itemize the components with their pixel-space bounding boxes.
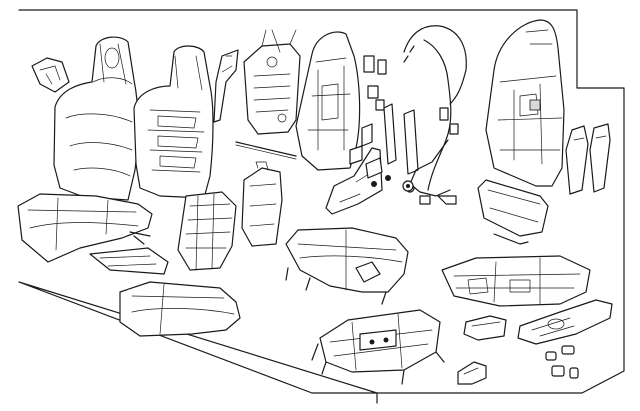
recliner-side-brackets	[325, 103, 419, 215]
lumbar-bracket	[213, 49, 239, 123]
cushion-assembly	[285, 227, 409, 305]
seatback-panel	[485, 19, 565, 187]
seat-adjuster-track	[311, 309, 445, 385]
cushion-support-panel	[477, 179, 549, 245]
cushion-pad	[119, 281, 241, 337]
diagram-border	[18, 9, 625, 404]
headrest-trim-clip	[31, 57, 70, 93]
switch-knobs	[545, 345, 579, 379]
switch-housing	[463, 315, 507, 341]
heater-element	[177, 191, 237, 271]
seatback-frame	[295, 31, 361, 171]
cushion-cover	[17, 193, 153, 263]
harness-connector	[402, 180, 414, 192]
side-trim-panels	[565, 123, 611, 195]
seatback-pad	[133, 45, 214, 199]
seatback-clips	[349, 55, 387, 165]
heater-mat	[89, 231, 169, 275]
latch-handle	[457, 361, 487, 385]
support-rod	[235, 141, 297, 157]
seat-switch-bezel	[517, 299, 613, 345]
cushion-frame	[441, 255, 591, 307]
lumbar-support	[243, 29, 301, 135]
back-heater-mat	[241, 161, 283, 247]
seatback-cover	[53, 36, 139, 201]
